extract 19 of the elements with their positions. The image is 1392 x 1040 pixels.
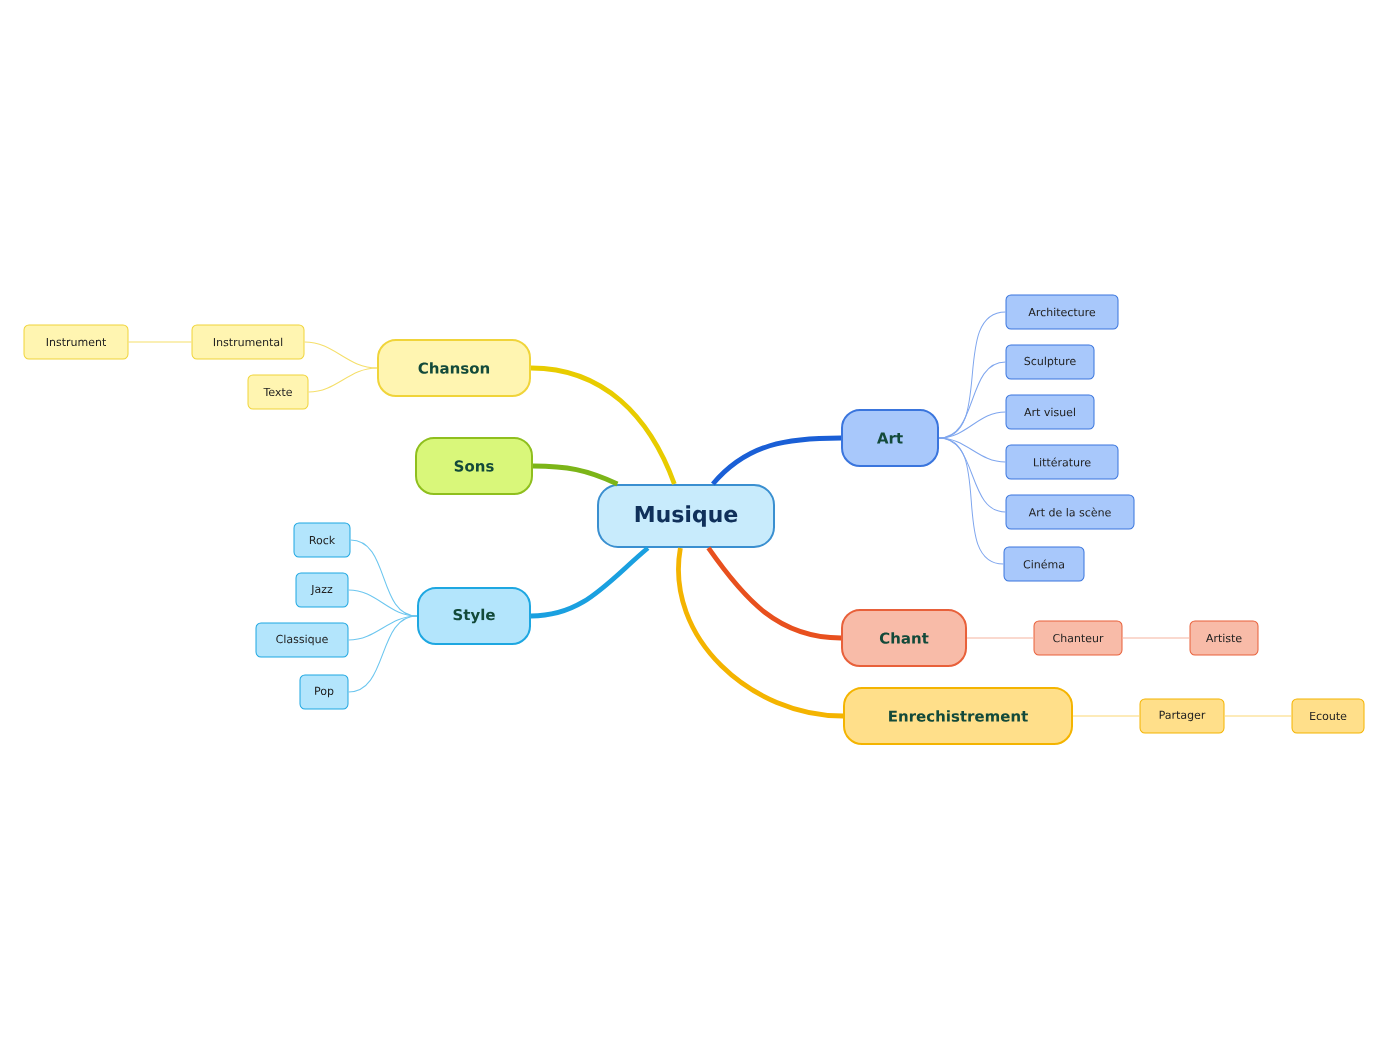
connector [1122, 637, 1190, 639]
central-topic-box: Musique [597, 484, 775, 548]
connector [1072, 715, 1140, 717]
connector [304, 341, 378, 369]
connector [706, 546, 842, 641]
connector [530, 546, 650, 619]
connector [938, 437, 1004, 565]
connector [348, 615, 418, 641]
connector [938, 411, 1006, 439]
connector [348, 615, 418, 693]
connector [1224, 715, 1292, 717]
connector [308, 367, 378, 393]
connector [533, 463, 619, 487]
connector [348, 589, 418, 617]
connector [676, 547, 844, 719]
connector [128, 341, 192, 343]
connector [711, 435, 842, 486]
connector [966, 637, 1034, 639]
connector [530, 365, 677, 485]
